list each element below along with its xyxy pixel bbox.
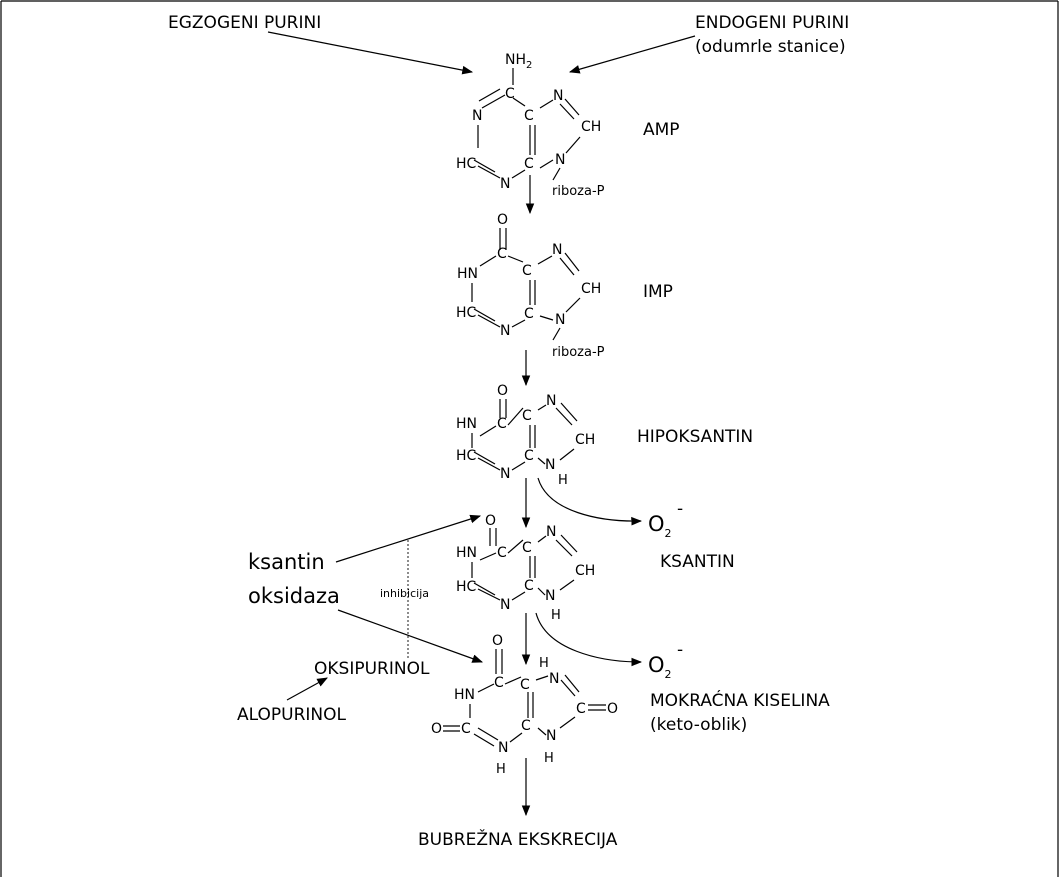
svg-text:C: C bbox=[505, 86, 515, 102]
svg-text:C: C bbox=[520, 677, 530, 693]
svg-text:N: N bbox=[555, 312, 565, 328]
svg-text:N: N bbox=[500, 176, 510, 192]
svg-text:C: C bbox=[524, 448, 534, 464]
endogenous-purines-sublabel: (odumrle stanice) bbox=[695, 37, 846, 57]
oxipurinol-label: OKSIPURINOL bbox=[314, 659, 430, 679]
arrow-superoxide-1 bbox=[537, 477, 643, 526]
svg-text:C: C bbox=[524, 108, 534, 124]
svg-text:HC: HC bbox=[456, 156, 477, 172]
svg-text:C: C bbox=[497, 246, 507, 262]
hypoxanthine-label: HIPOKSANTIN bbox=[637, 427, 753, 447]
svg-text:N: N bbox=[545, 588, 555, 604]
svg-text:N: N bbox=[472, 108, 482, 124]
svg-text:N: N bbox=[552, 242, 562, 258]
uric-acid-sublabel: (keto-oblik) bbox=[650, 715, 747, 735]
hypoxanthine-structure: O C HN HC N C C N CH N H bbox=[456, 383, 595, 488]
arrow-superoxide-2 bbox=[535, 612, 643, 667]
svg-text:C: C bbox=[576, 701, 586, 717]
uric-acid-structure: O C HN O C N H C C H N C O N H bbox=[431, 633, 618, 777]
svg-text:N: N bbox=[498, 740, 508, 756]
svg-text:N: N bbox=[546, 524, 556, 540]
svg-text:C: C bbox=[524, 578, 534, 594]
svg-text:CH: CH bbox=[575, 432, 595, 448]
svg-text:H: H bbox=[558, 473, 568, 488]
svg-text:C: C bbox=[497, 416, 507, 432]
svg-text:H: H bbox=[496, 762, 506, 777]
endogenous-purines-label: ENDOGENI PURINI bbox=[695, 13, 849, 33]
svg-text:O: O bbox=[485, 513, 496, 529]
svg-text:riboza-P: riboza-P bbox=[552, 184, 605, 199]
svg-text:C: C bbox=[522, 263, 532, 279]
svg-text:HN: HN bbox=[457, 266, 478, 282]
svg-text:N: N bbox=[545, 457, 555, 473]
amp-label: AMP bbox=[643, 120, 680, 140]
svg-text:N: N bbox=[500, 597, 510, 613]
svg-text:N: N bbox=[546, 728, 556, 744]
imp-label: IMP bbox=[643, 282, 673, 302]
superoxide-1: O2 bbox=[648, 512, 672, 540]
svg-text:C: C bbox=[524, 156, 534, 172]
uric-acid-label: MOKRAĆNA KISELINA bbox=[650, 689, 830, 711]
arrow-enzyme-to-xanthine bbox=[335, 514, 482, 563]
svg-text:CH: CH bbox=[581, 119, 601, 135]
svg-text:O: O bbox=[607, 701, 618, 717]
svg-text:C: C bbox=[524, 306, 534, 322]
allopurinol-label: ALOPURINOL bbox=[237, 705, 346, 725]
svg-text:C: C bbox=[497, 545, 507, 561]
svg-text:riboza-P: riboza-P bbox=[552, 345, 605, 360]
svg-text:C: C bbox=[522, 408, 532, 424]
svg-text:C: C bbox=[521, 718, 531, 734]
superoxide-2-charge: - bbox=[677, 640, 683, 660]
arrow-allopurinol-to-oxipurinol bbox=[286, 677, 328, 701]
renal-excretion-label: BUBREŽNA EKSKRECIJA bbox=[418, 828, 618, 850]
svg-text:H: H bbox=[539, 656, 549, 671]
svg-text:CH: CH bbox=[581, 281, 601, 297]
arrow-exogenous-to-amp bbox=[267, 31, 474, 75]
svg-text:N: N bbox=[553, 88, 563, 104]
svg-text:N: N bbox=[500, 323, 510, 339]
svg-text:N: N bbox=[500, 466, 510, 482]
superoxide-2: O2 bbox=[648, 653, 672, 681]
xanthine-label: KSANTIN bbox=[660, 552, 735, 572]
svg-text:HN: HN bbox=[456, 416, 477, 432]
inhibition-label: inhibicija bbox=[380, 587, 429, 600]
svg-text:H: H bbox=[544, 751, 554, 766]
enzyme-label-line1: ksantin bbox=[248, 550, 325, 574]
svg-text:O: O bbox=[492, 633, 503, 649]
imp-structure: O C HN HC N C C N CH N riboza-P bbox=[456, 212, 605, 360]
svg-text:C: C bbox=[461, 721, 471, 737]
xanthine-structure: O C HN HC N C C N CH N H bbox=[456, 513, 595, 623]
atom-nh2: NH2 bbox=[505, 52, 532, 71]
exogenous-purines-label: EGZOGENI PURINI bbox=[168, 13, 321, 33]
svg-text:O: O bbox=[497, 383, 508, 399]
svg-text:O: O bbox=[431, 721, 442, 737]
svg-text:C: C bbox=[522, 540, 532, 556]
svg-text:O: O bbox=[497, 212, 508, 228]
svg-text:CH: CH bbox=[575, 563, 595, 579]
svg-text:H: H bbox=[551, 608, 561, 623]
svg-text:C: C bbox=[494, 675, 504, 691]
enzyme-label-line2: oksidaza bbox=[248, 584, 340, 608]
svg-text:HC: HC bbox=[456, 579, 477, 595]
svg-text:HN: HN bbox=[454, 687, 475, 703]
superoxide-1-charge: - bbox=[677, 499, 683, 519]
svg-text:HN: HN bbox=[456, 545, 477, 561]
svg-text:N: N bbox=[546, 393, 556, 409]
svg-text:N: N bbox=[555, 152, 565, 168]
svg-text:HC: HC bbox=[456, 448, 477, 464]
svg-text:HC: HC bbox=[456, 305, 477, 321]
arrow-endogenous-to-amp bbox=[568, 35, 696, 74]
svg-text:N: N bbox=[549, 671, 559, 687]
amp-structure: NH2 C N HC N C C N CH N riboza-P bbox=[456, 52, 605, 199]
arrow-enzyme-to-uric-acid bbox=[337, 609, 484, 663]
